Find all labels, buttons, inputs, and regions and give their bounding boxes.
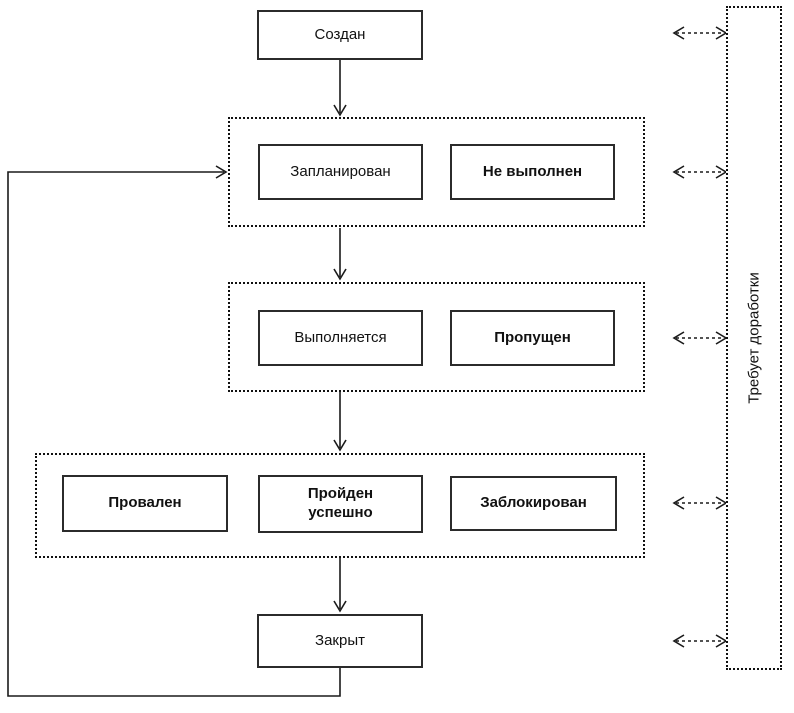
node-skipped: Пропущен xyxy=(450,310,615,366)
dashed-arrowhead-left-3 xyxy=(672,331,685,345)
node-passed: Пройден успешно xyxy=(258,475,423,533)
dashed-arrowhead-left-1 xyxy=(672,26,685,40)
node-closed: Закрыт xyxy=(257,614,423,668)
arrow-closed-loop-to-planned xyxy=(7,171,341,697)
group-execution-states xyxy=(228,282,645,392)
node-blocked: Заблокирован xyxy=(450,476,617,531)
arrowhead-result-to-closed xyxy=(333,600,347,613)
needs-rework-label: Требует доработки xyxy=(745,272,763,404)
node-in-progress: Выполняется xyxy=(258,310,423,366)
arrowhead-planned-to-inprogress xyxy=(333,268,347,281)
group-result-states xyxy=(35,453,645,558)
arrowhead-created-to-planned xyxy=(333,104,347,117)
node-needs-rework: Требует доработки xyxy=(726,6,782,670)
node-planned: Запланирован xyxy=(258,144,423,200)
arrowhead-inprogress-to-result xyxy=(333,439,347,452)
group-planned-states xyxy=(228,117,645,227)
dashed-arrowhead-left-2 xyxy=(672,165,685,179)
node-failed: Провален xyxy=(62,475,228,532)
dashed-arrowhead-left-5 xyxy=(672,634,685,648)
node-not-executed: Не выполнен xyxy=(450,144,615,200)
node-created: Создан xyxy=(257,10,423,60)
arrowhead-closed-loop-to-planned xyxy=(215,165,228,179)
dashed-arrowhead-left-4 xyxy=(672,496,685,510)
